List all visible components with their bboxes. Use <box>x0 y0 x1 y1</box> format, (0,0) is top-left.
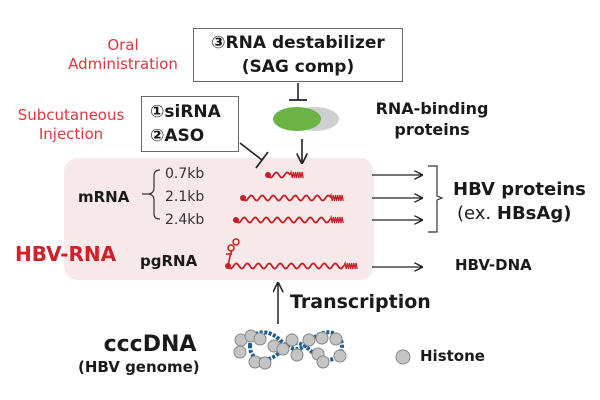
oral-administration-label: Oral Administration <box>58 36 188 74</box>
histone-bead <box>253 332 267 346</box>
mrna-bracket <box>148 169 161 220</box>
rna-destabilizer-box: ③RNA destabilizer (SAG comp) <box>193 28 403 82</box>
cccdna-label: cccDNA <box>80 332 220 357</box>
histone-bead <box>302 333 316 347</box>
histone-bead <box>316 355 330 369</box>
hbv-genome-label: (HBV genome) <box>78 358 200 376</box>
histone-bead <box>276 342 290 356</box>
cccdna-icon <box>233 329 347 370</box>
rna-wave <box>242 194 331 202</box>
subcutaneous-label-line1: Subcutaneous <box>17 106 125 124</box>
hbv-dna-label: HBV-DNA <box>455 256 532 274</box>
rna-wave <box>227 262 345 270</box>
rna-polya-tail <box>329 214 344 224</box>
histone-legend-label: Histone <box>420 347 485 365</box>
pgrna-stem-loop <box>226 238 240 267</box>
histone-bead <box>290 348 304 362</box>
rna-binding-proteins-label: RNA-binding proteins <box>362 98 502 140</box>
hbsag-label: HBsAg <box>496 203 564 224</box>
histone-bead <box>315 331 329 345</box>
histone-icon <box>395 349 411 365</box>
rna-wave <box>235 216 331 224</box>
hbv-proteins-label: HBV proteins (ex. HBsAg) <box>453 178 586 226</box>
pgrna-label: pgRNA <box>140 252 198 270</box>
hbv-proteins-line2: (ex. HBsAg) <box>453 202 586 226</box>
hbv-proteins-line1: HBV proteins <box>453 179 586 200</box>
hbv-rna-title: HBV-RNA <box>15 242 117 266</box>
rna-strand-2-4kb <box>233 214 344 224</box>
rna-strand-0-7kb <box>265 169 304 179</box>
rbp-line1: RNA-binding <box>375 99 489 118</box>
mrna-label: mRNA <box>78 188 130 206</box>
sirna-label: ①siRNA <box>150 102 221 122</box>
histone-bead <box>329 332 343 346</box>
subcutaneous-label-line2: Injection <box>38 125 104 143</box>
transcription-label: Transcription <box>290 291 431 313</box>
rna-binding-protein-icon <box>273 107 339 131</box>
rna-wave <box>267 171 291 179</box>
mrna-size-2-4kb: 2.4kb <box>165 212 205 228</box>
rbp-line2: proteins <box>394 120 470 139</box>
rna-strands <box>225 169 358 270</box>
subcutaneous-injection-label: Subcutaneous Injection <box>2 106 140 144</box>
cccdna-title: cccDNA <box>103 332 197 357</box>
rna-polya-tail <box>289 169 304 179</box>
proteins-bracket <box>428 165 444 233</box>
rna-strand-2-1kb <box>240 192 344 202</box>
mrna-size-2-1kb: 2.1kb <box>165 189 205 205</box>
oral-label-line1: Oral <box>107 36 139 54</box>
rna-polya-tail <box>329 192 344 202</box>
destabilizer-inhibition-arrow <box>289 83 307 101</box>
close-paren: ) <box>563 203 572 224</box>
ex-label: (ex. <box>457 203 497 224</box>
histone-bead <box>285 333 299 347</box>
sirna-aso-box: ①siRNA ②ASO <box>141 96 239 152</box>
histone-bead <box>333 349 347 363</box>
histone-bead <box>258 356 272 370</box>
rna-destabilizer-label: ③RNA destabilizer <box>211 33 385 53</box>
rna-polya-tail <box>343 260 358 270</box>
sirna-aso-inhibition-arrow <box>239 142 269 169</box>
aso-label: ②ASO <box>150 126 205 146</box>
histone-bead <box>233 345 247 359</box>
oral-label-line2: Administration <box>68 55 178 73</box>
rna-strand-pgrna <box>225 260 358 270</box>
sag-comp-label: (SAG comp) <box>241 57 355 77</box>
mrna-size-0-7kb: 0.7kb <box>165 166 205 182</box>
